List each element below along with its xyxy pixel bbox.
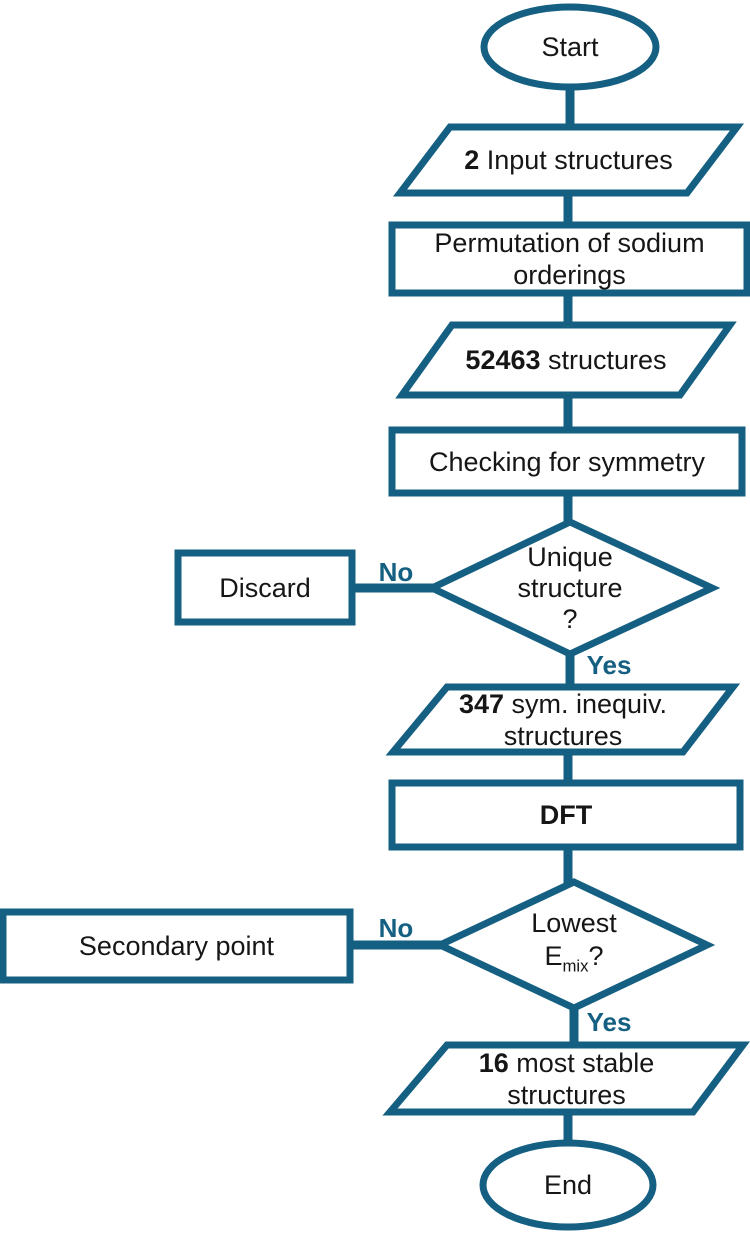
unique-yes-text: Yes bbox=[586, 649, 632, 680]
secondary-point-label: Secondary point bbox=[3, 912, 350, 980]
input-structures-label-text: 2 Input structures bbox=[464, 145, 673, 175]
all-structures-label-text: 52463 structures bbox=[465, 345, 667, 375]
inequiv-structures-label: 347 sym. inequiv. structures bbox=[393, 687, 733, 752]
symmetry-label-text: Checking for symmetry bbox=[428, 446, 706, 477]
inequiv-structures-parallelogram bbox=[385, 683, 741, 756]
dft-label-text: DFT bbox=[539, 800, 593, 830]
unique-decision-diamond bbox=[423, 518, 721, 658]
lowest-decision-label: Lowest Emix? bbox=[474, 908, 674, 982]
input-structures-parallelogram bbox=[392, 123, 745, 197]
secondary-point-label-text: Secondary point bbox=[78, 931, 275, 961]
symmetry-label: Checking for symmetry bbox=[392, 430, 742, 493]
stable-structures-line2: structures bbox=[507, 1079, 626, 1110]
unique-decision-line3: ? bbox=[562, 603, 578, 634]
lowest-no-edge-label: No bbox=[368, 912, 424, 943]
unique-decision-line2: structure bbox=[517, 572, 623, 603]
secondary-point-process-rect bbox=[0, 908, 354, 984]
dft-label: DFT bbox=[392, 783, 740, 847]
lowest-decision-line2: Emix? bbox=[544, 941, 604, 976]
all-structures-parallelogram bbox=[395, 321, 737, 399]
lowest-yes-text: Yes bbox=[586, 1006, 632, 1037]
lowest-yes-edge-label: Yes bbox=[576, 1006, 642, 1037]
discard-label: Discard bbox=[178, 553, 352, 622]
unique-no-text: No bbox=[378, 556, 414, 587]
end-terminator-shape bbox=[479, 1139, 657, 1231]
start-label: Start bbox=[484, 19, 656, 75]
lowest-decision-diamond bbox=[431, 878, 716, 1012]
lowest-no-text: No bbox=[378, 912, 414, 943]
unique-yes-edge-label: Yes bbox=[578, 649, 640, 680]
end-label: End bbox=[483, 1157, 653, 1213]
symmetry-process-rect bbox=[388, 426, 746, 497]
unique-decision-label: Unique structure ? bbox=[470, 540, 670, 636]
permutation-label-line1: Permutation of sodium bbox=[434, 228, 705, 258]
permutation-label-line2: orderings bbox=[513, 260, 626, 290]
inequiv-structures-line2: structures bbox=[503, 720, 623, 751]
discard-label-text: Discard bbox=[219, 572, 311, 603]
permutation-label: Permutation of sodium orderings bbox=[392, 225, 747, 293]
unique-no-edge-label: No bbox=[368, 556, 424, 587]
inequiv-structures-line1: 347 sym. inequiv. bbox=[458, 688, 668, 719]
input-structures-label: 2 Input structures bbox=[400, 127, 737, 193]
stable-structures-label: 16 most stable structures bbox=[390, 1045, 743, 1112]
stable-structures-line1: 16 most stable bbox=[478, 1047, 655, 1078]
lowest-decision-line1: Lowest bbox=[531, 908, 617, 939]
start-terminator-shape bbox=[480, 3, 660, 91]
start-label-text: Start bbox=[541, 32, 599, 62]
permutation-process-rect bbox=[388, 221, 750, 297]
unique-decision-line1: Unique bbox=[527, 541, 613, 572]
end-label-text: End bbox=[543, 1170, 593, 1200]
discard-process-rect bbox=[174, 549, 356, 626]
all-structures-label: 52463 structures bbox=[402, 325, 730, 395]
dft-process-rect bbox=[388, 779, 744, 851]
stable-structures-parallelogram bbox=[382, 1041, 750, 1116]
